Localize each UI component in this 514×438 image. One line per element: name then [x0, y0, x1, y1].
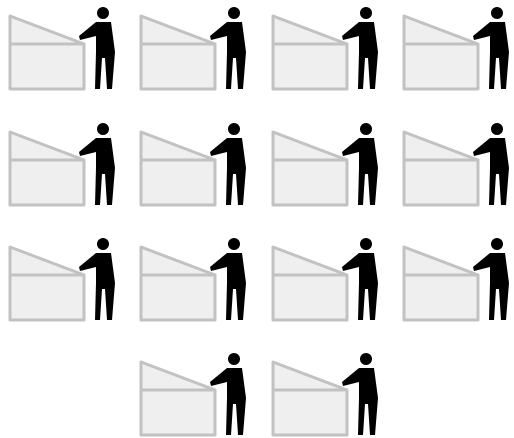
person-figure	[79, 123, 115, 205]
person-figure	[342, 353, 378, 435]
person-figure	[79, 7, 115, 89]
cabinet	[271, 360, 349, 437]
pictogram-unit	[139, 122, 259, 208]
person-figure	[473, 123, 509, 205]
cabinet	[139, 245, 217, 322]
person-with-cabinet-icon	[139, 7, 246, 91]
cabinet	[139, 130, 217, 207]
person-figure	[473, 238, 509, 320]
person-figure	[210, 353, 246, 435]
pictogram-unit	[271, 237, 391, 323]
person-figure	[210, 123, 246, 205]
cabinet	[402, 245, 480, 322]
pictogram-unit	[139, 237, 259, 323]
person-with-cabinet-icon	[402, 7, 509, 91]
pictogram-unit	[402, 237, 514, 323]
pictogram-unit	[271, 6, 391, 92]
person-with-cabinet-icon	[271, 353, 378, 437]
cabinet	[271, 14, 349, 91]
person-figure	[210, 238, 246, 320]
person-with-cabinet-icon	[139, 123, 246, 207]
cabinet	[139, 14, 217, 91]
pictogram-unit	[271, 122, 391, 208]
cabinet	[271, 245, 349, 322]
person-figure	[342, 238, 378, 320]
person-with-cabinet-icon	[139, 353, 246, 437]
person-with-cabinet-icon	[8, 7, 115, 91]
cabinet	[271, 130, 349, 207]
cabinet	[8, 245, 86, 322]
pictogram-unit	[8, 6, 128, 92]
pictogram-unit	[402, 6, 514, 92]
person-with-cabinet-icon	[8, 238, 115, 322]
pictogram-unit	[8, 237, 128, 323]
cabinet	[8, 14, 86, 91]
person-figure	[210, 7, 246, 89]
cabinet	[139, 360, 217, 437]
cabinet	[402, 14, 480, 91]
person-figure	[473, 7, 509, 89]
pictogram-unit	[8, 122, 128, 208]
person-figure	[342, 7, 378, 89]
person-with-cabinet-icon	[271, 238, 378, 322]
person-with-cabinet-icon	[402, 238, 509, 322]
cabinet	[8, 130, 86, 207]
person-with-cabinet-icon	[271, 7, 378, 91]
person-figure	[79, 238, 115, 320]
person-with-cabinet-icon	[271, 123, 378, 207]
pictogram-unit	[271, 352, 391, 438]
person-figure	[342, 123, 378, 205]
person-with-cabinet-icon	[139, 238, 246, 322]
person-with-cabinet-icon	[8, 123, 115, 207]
person-with-cabinet-icon	[402, 123, 509, 207]
pictogram-unit	[139, 352, 259, 438]
pictogram-unit	[139, 6, 259, 92]
pictogram-unit	[402, 122, 514, 208]
cabinet	[402, 130, 480, 207]
